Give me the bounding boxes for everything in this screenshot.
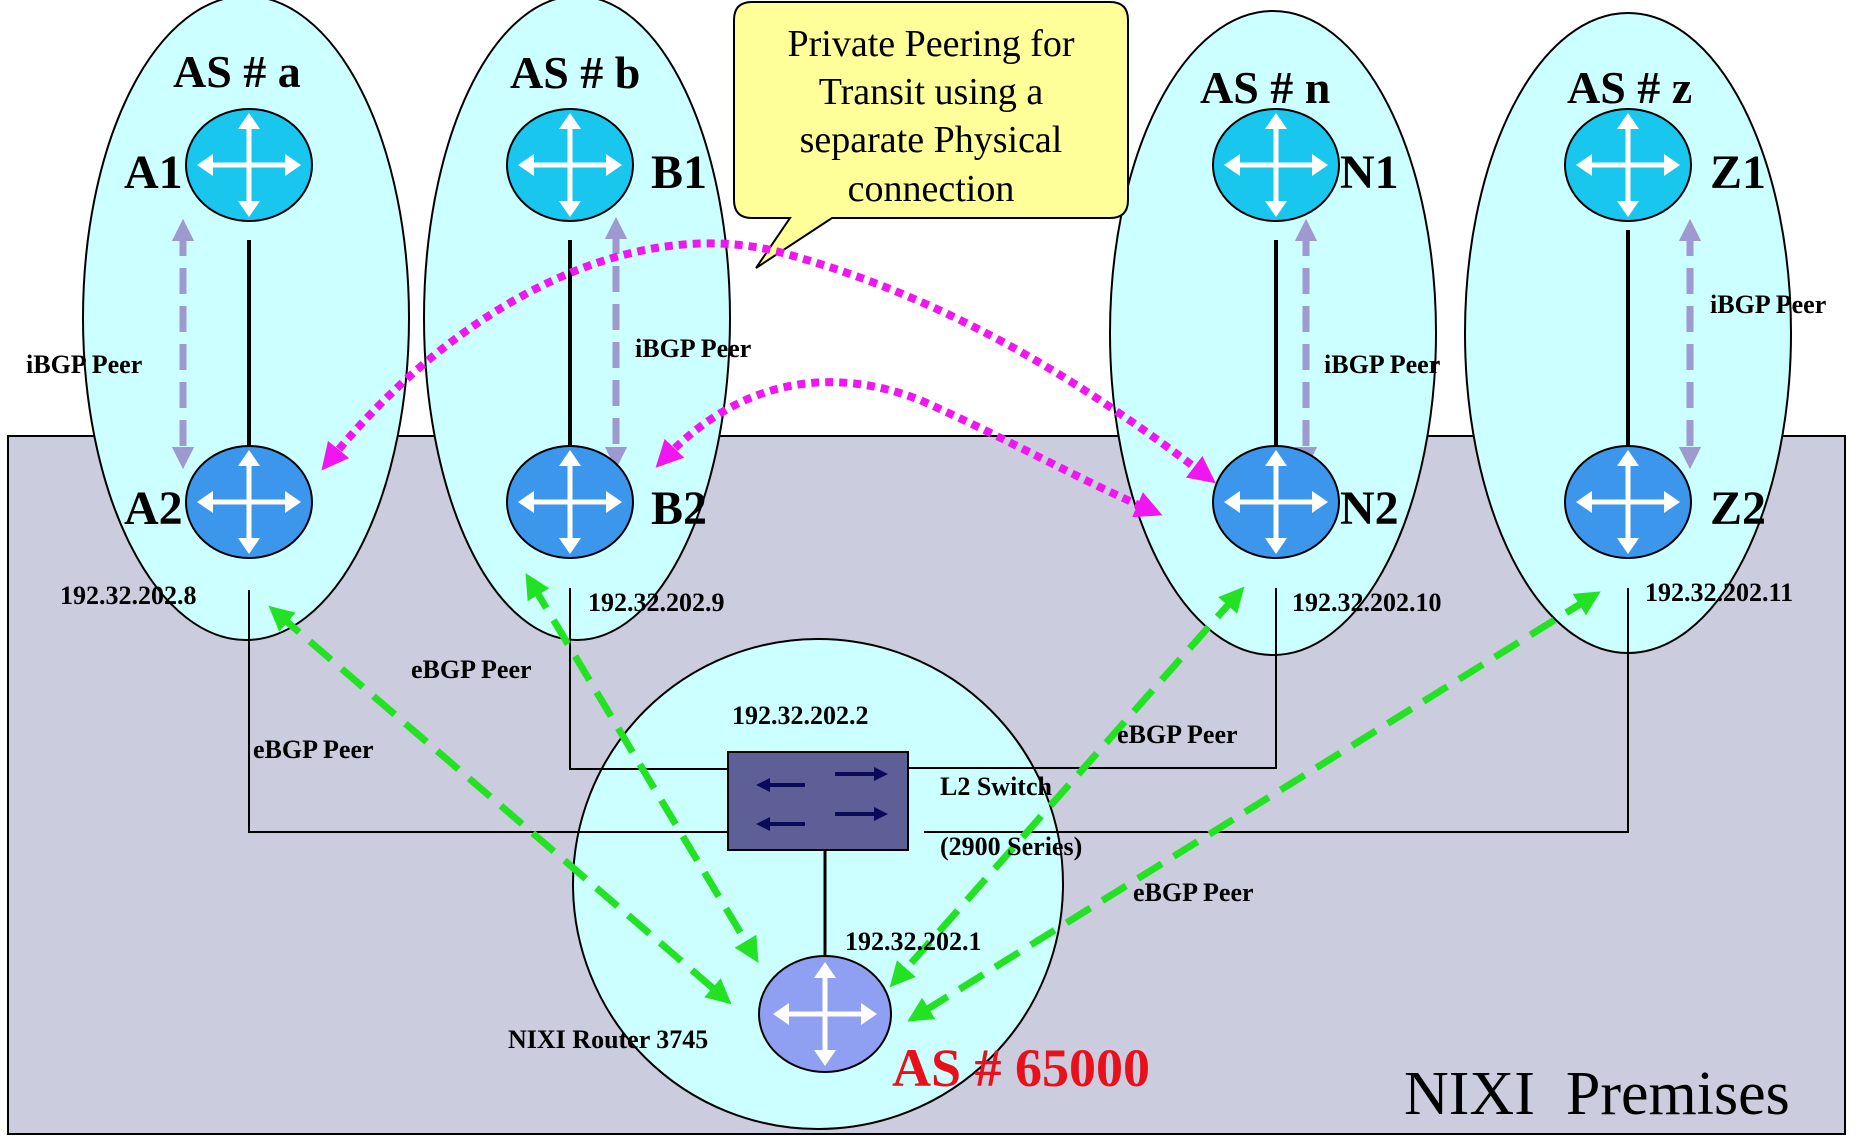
callout-line-1: Private Peering for <box>787 23 1074 65</box>
callout-line-2: Transit using a <box>819 71 1044 113</box>
premises-label: NIXI Premises <box>1404 1060 1790 1128</box>
switch-series-label: (2900 Series) <box>940 832 1082 861</box>
router-a1-icon <box>185 108 313 222</box>
router-n2-icon <box>1212 445 1340 559</box>
router-z2-label: Z2 <box>1710 482 1766 535</box>
nixi-router-label: NIXI Router 3745 <box>508 1025 708 1054</box>
nixi-as-label: AS # 65000 <box>892 1038 1150 1098</box>
as-b-label: AS # b <box>510 47 640 98</box>
ibgp-label-z: iBGP Peer <box>1710 290 1826 319</box>
ebgp-label-n: eBGP Peer <box>1117 720 1238 749</box>
router-n2-label: N2 <box>1340 482 1399 535</box>
router-n1-label: N1 <box>1340 146 1399 199</box>
router-n1-icon <box>1212 108 1340 222</box>
ip-label-n2: 192.32.202.10 <box>1292 588 1442 617</box>
router-b1-icon <box>506 108 634 222</box>
ip-label-z2: 192.32.202.11 <box>1645 578 1793 607</box>
ibgp-label-n: iBGP Peer <box>1324 350 1440 379</box>
private-peering-arrow-b2-n2 <box>655 378 1163 518</box>
ibgp-label-a: iBGP Peer <box>26 350 142 379</box>
nixi-router-ip-label: 192.32.202.1 <box>845 927 982 956</box>
ebgp-arrow-z2-nixi <box>907 591 1601 1022</box>
ebgp-label-b: eBGP Peer <box>411 655 532 684</box>
router-z1-icon <box>1564 108 1692 222</box>
ip-label-a2: 192.32.202.8 <box>60 581 197 610</box>
ebgp-label-a: eBGP Peer <box>253 735 374 764</box>
l2-switch-icon <box>727 751 909 851</box>
as-n-label: AS # n <box>1200 62 1330 113</box>
as-z-label: AS # z <box>1567 62 1692 113</box>
router-z1-label: Z1 <box>1710 146 1766 199</box>
router-a1-label: A1 <box>124 146 183 199</box>
switch-ip-label: 192.32.202.2 <box>732 701 869 730</box>
router-b2-icon <box>506 445 634 559</box>
callout-line-4: connection <box>848 168 1015 210</box>
ip-label-b2: 192.32.202.9 <box>588 588 725 617</box>
router-b2-label: B2 <box>651 482 707 535</box>
callout-bubble <box>733 1 1129 269</box>
router-a2-label: A2 <box>124 482 183 535</box>
router-b1-label: B1 <box>651 146 707 199</box>
nixi-router-icon <box>758 955 892 1073</box>
switch-label: L2 Switch <box>940 772 1053 801</box>
as-a-label: AS # a <box>173 46 301 97</box>
ibgp-label-b: iBGP Peer <box>635 334 751 363</box>
callout-line-3: separate Physical <box>800 119 1063 161</box>
router-z2-icon <box>1564 445 1692 559</box>
router-a2-icon <box>185 445 313 559</box>
ebgp-label-z: eBGP Peer <box>1133 878 1254 907</box>
ebgp-arrow-b2-nixi <box>525 573 759 963</box>
